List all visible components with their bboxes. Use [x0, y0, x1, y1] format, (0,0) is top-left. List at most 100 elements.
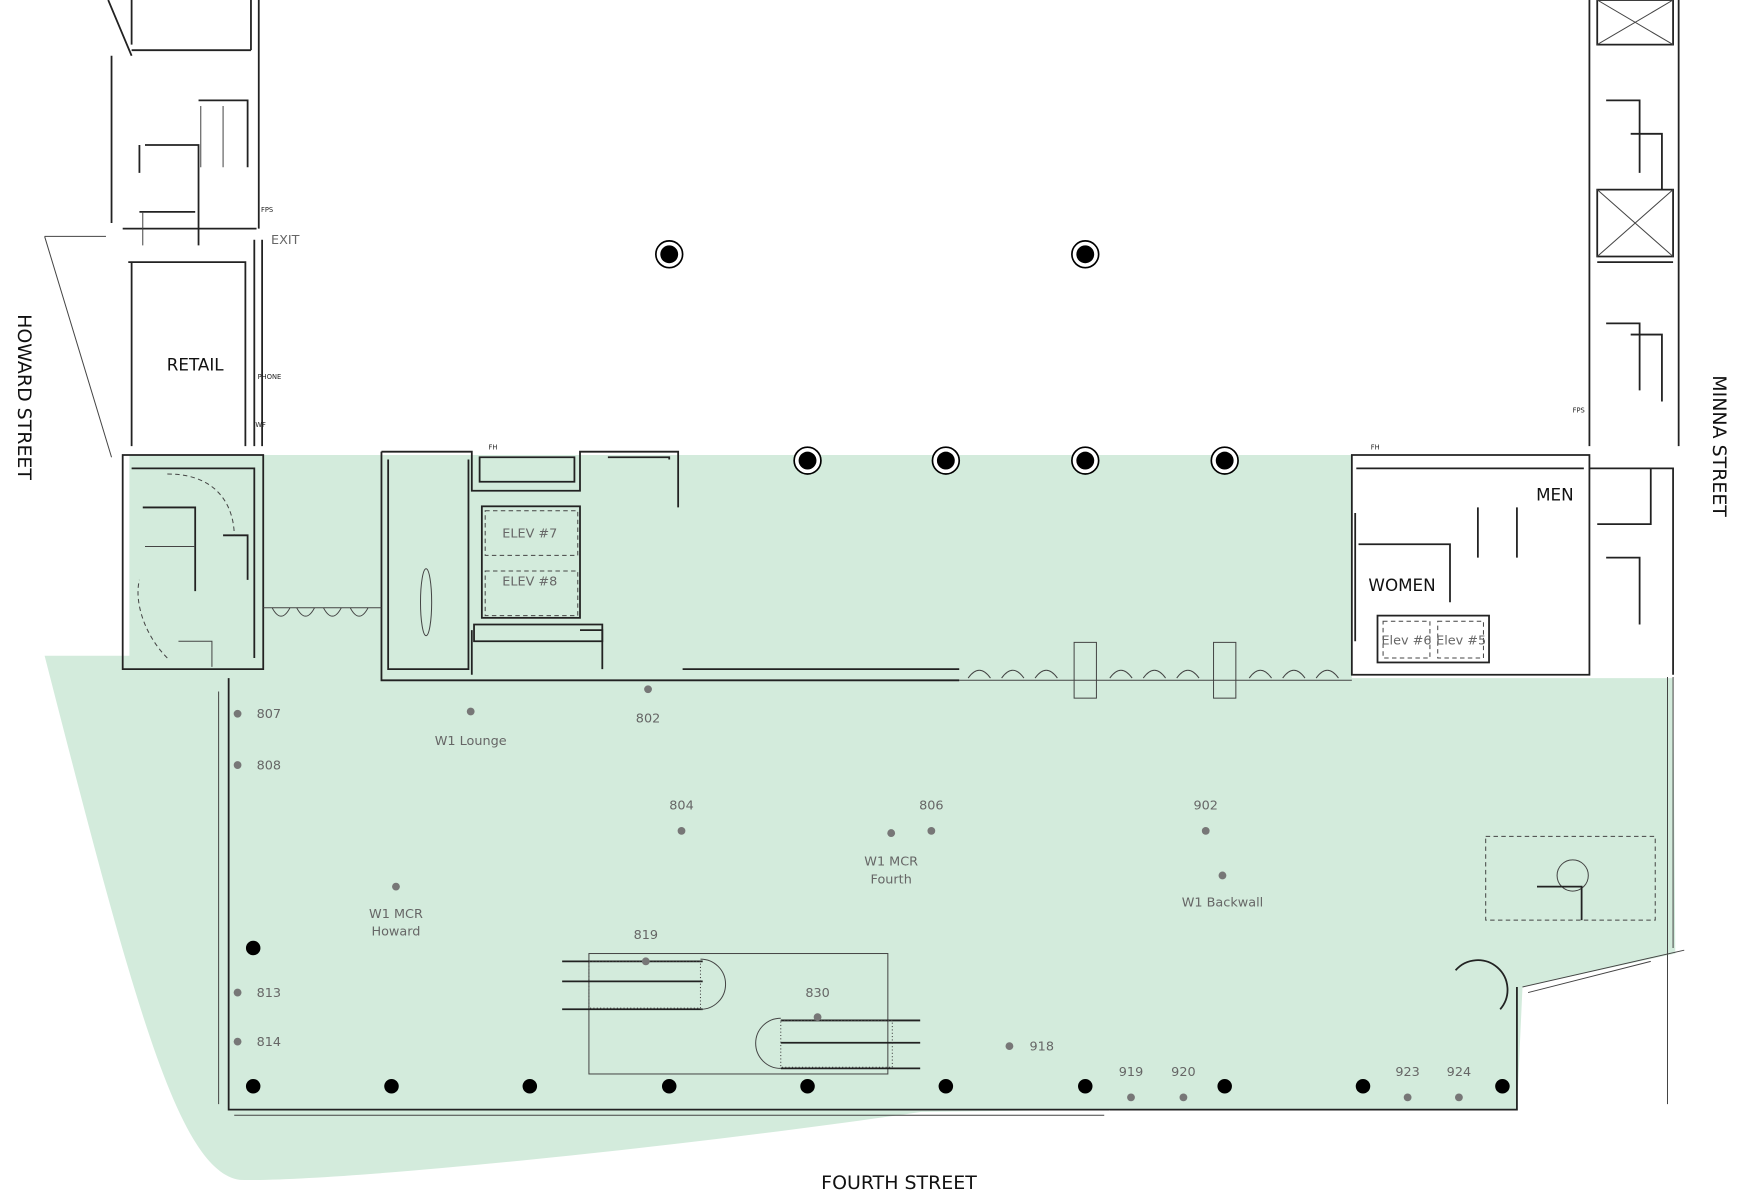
survey-point[interactable]: 807: [233, 707, 281, 722]
street-label-howard: HOWARD STREET: [13, 314, 35, 480]
column: [245, 940, 261, 956]
point-marker[interactable]: [927, 826, 936, 835]
point-label: Fourth: [871, 872, 912, 887]
survey-point[interactable]: 923: [1395, 1065, 1420, 1102]
point-marker[interactable]: [1455, 1093, 1463, 1102]
survey-point[interactable]: 920: [1171, 1065, 1196, 1102]
column: [1076, 451, 1095, 470]
spiral-stair: [1454, 835, 1685, 1010]
point-label: 813: [257, 986, 281, 1001]
column: [800, 1078, 815, 1094]
point-marker[interactable]: [466, 707, 475, 716]
fps-label-east: FPS: [1573, 407, 1585, 415]
survey-point[interactable]: 813: [233, 986, 281, 1001]
point-marker[interactable]: [1218, 871, 1227, 880]
fire-hose-label: FH: [489, 443, 498, 451]
elevator-8-label: ELEV #8: [502, 575, 557, 590]
point-marker[interactable]: [677, 826, 686, 835]
point-marker[interactable]: [233, 709, 242, 718]
point-marker[interactable]: [1179, 1093, 1188, 1102]
point-marker[interactable]: [644, 685, 652, 694]
point-label: 830: [805, 986, 829, 1001]
column: [1076, 245, 1095, 264]
point-label: 902: [1193, 799, 1217, 814]
survey-point[interactable]: 919: [1119, 1065, 1143, 1102]
column: [522, 1078, 538, 1094]
point-label: W1 MCR: [369, 907, 423, 922]
survey-point[interactable]: 918: [1005, 1040, 1054, 1055]
point-marker[interactable]: [233, 1037, 242, 1046]
point-marker[interactable]: [641, 957, 650, 966]
point-label: W1 Lounge: [435, 734, 507, 749]
point-label: 814: [257, 1035, 281, 1050]
survey-point[interactable]: W1 MCR Howard: [369, 882, 423, 940]
column: [936, 451, 955, 470]
point-label: 804: [669, 799, 693, 814]
survey-point[interactable]: 819: [634, 928, 658, 966]
point-label: 808: [257, 759, 281, 774]
survey-point[interactable]: 830: [805, 986, 830, 1022]
point-marker[interactable]: [1005, 1042, 1014, 1050]
survey-point[interactable]: 924: [1447, 1065, 1471, 1102]
street-label-minna: MINNA STREET: [1708, 375, 1730, 517]
survey-point[interactable]: W1 Backwall: [1182, 871, 1263, 911]
point-marker[interactable]: [1127, 1093, 1135, 1102]
west-wing-walls: [44, 0, 265, 671]
survey-point[interactable]: 804: [669, 799, 694, 835]
column: [245, 1078, 261, 1094]
storefront-doors: [959, 641, 1352, 699]
survey-point[interactable]: 902: [1193, 799, 1218, 835]
column: [1217, 1078, 1232, 1094]
column: [660, 245, 679, 264]
point-marker[interactable]: [392, 882, 400, 891]
survey-point[interactable]: 808: [233, 759, 281, 774]
point-label: 819: [634, 928, 658, 943]
point-label: 806: [919, 799, 943, 814]
survey-point[interactable]: W1 MCR Fourth: [864, 829, 918, 887]
point-marker[interactable]: [813, 1013, 822, 1022]
exit-label: EXIT: [271, 233, 300, 248]
point-label: 918: [1030, 1040, 1054, 1055]
point-marker[interactable]: [233, 761, 242, 769]
column: [1495, 1078, 1510, 1094]
column: [798, 451, 817, 470]
point-label: 807: [257, 707, 281, 722]
point-label: 919: [1119, 1065, 1143, 1080]
point-marker[interactable]: [1201, 826, 1210, 835]
survey-point[interactable]: 814: [233, 1035, 281, 1050]
elevator-5-label: Elev #5: [1436, 634, 1486, 649]
point-label: 920: [1171, 1065, 1195, 1080]
column: [384, 1078, 399, 1094]
point-label: W1 MCR: [864, 854, 918, 869]
point-label: W1 Backwall: [1182, 896, 1263, 911]
column: [938, 1078, 954, 1094]
east-wing-walls: [1350, 0, 1680, 1105]
survey-point[interactable]: W1 Lounge: [435, 707, 507, 749]
street-label-fourth: FOURTH STREET: [821, 1172, 977, 1194]
elevator-7-label: ELEV #7: [502, 527, 557, 542]
survey-point[interactable]: 802: [636, 685, 660, 727]
fire-hose-label-east: FH: [1371, 443, 1380, 451]
survey-points: 807 808 802 W1 Lounge 804 806 W1 MCR Fourth 902W…: [233, 685, 1471, 1102]
point-label: 924: [1447, 1065, 1471, 1080]
point-label: 802: [636, 712, 660, 727]
point-marker[interactable]: [887, 829, 896, 837]
exterior-walls: [218, 678, 1518, 1116]
room-label-men: MEN: [1536, 485, 1574, 505]
point-label: 923: [1395, 1065, 1419, 1080]
point-label: Howard: [371, 925, 420, 940]
room-label-retail: RETAIL: [167, 354, 224, 374]
phone-label: PHONE: [258, 373, 282, 381]
point-marker[interactable]: [233, 988, 242, 997]
column: [1215, 451, 1234, 470]
survey-point[interactable]: 806: [919, 799, 944, 835]
core-walls: [263, 450, 960, 682]
columns: [245, 240, 1510, 1094]
point-marker[interactable]: [1403, 1093, 1412, 1102]
column: [1355, 1078, 1371, 1094]
column: [1078, 1078, 1093, 1094]
elevator-6-label: Elev #6: [1381, 634, 1431, 649]
coverage-zone: [44, 455, 1676, 1181]
fps-label: FPS: [261, 206, 273, 214]
